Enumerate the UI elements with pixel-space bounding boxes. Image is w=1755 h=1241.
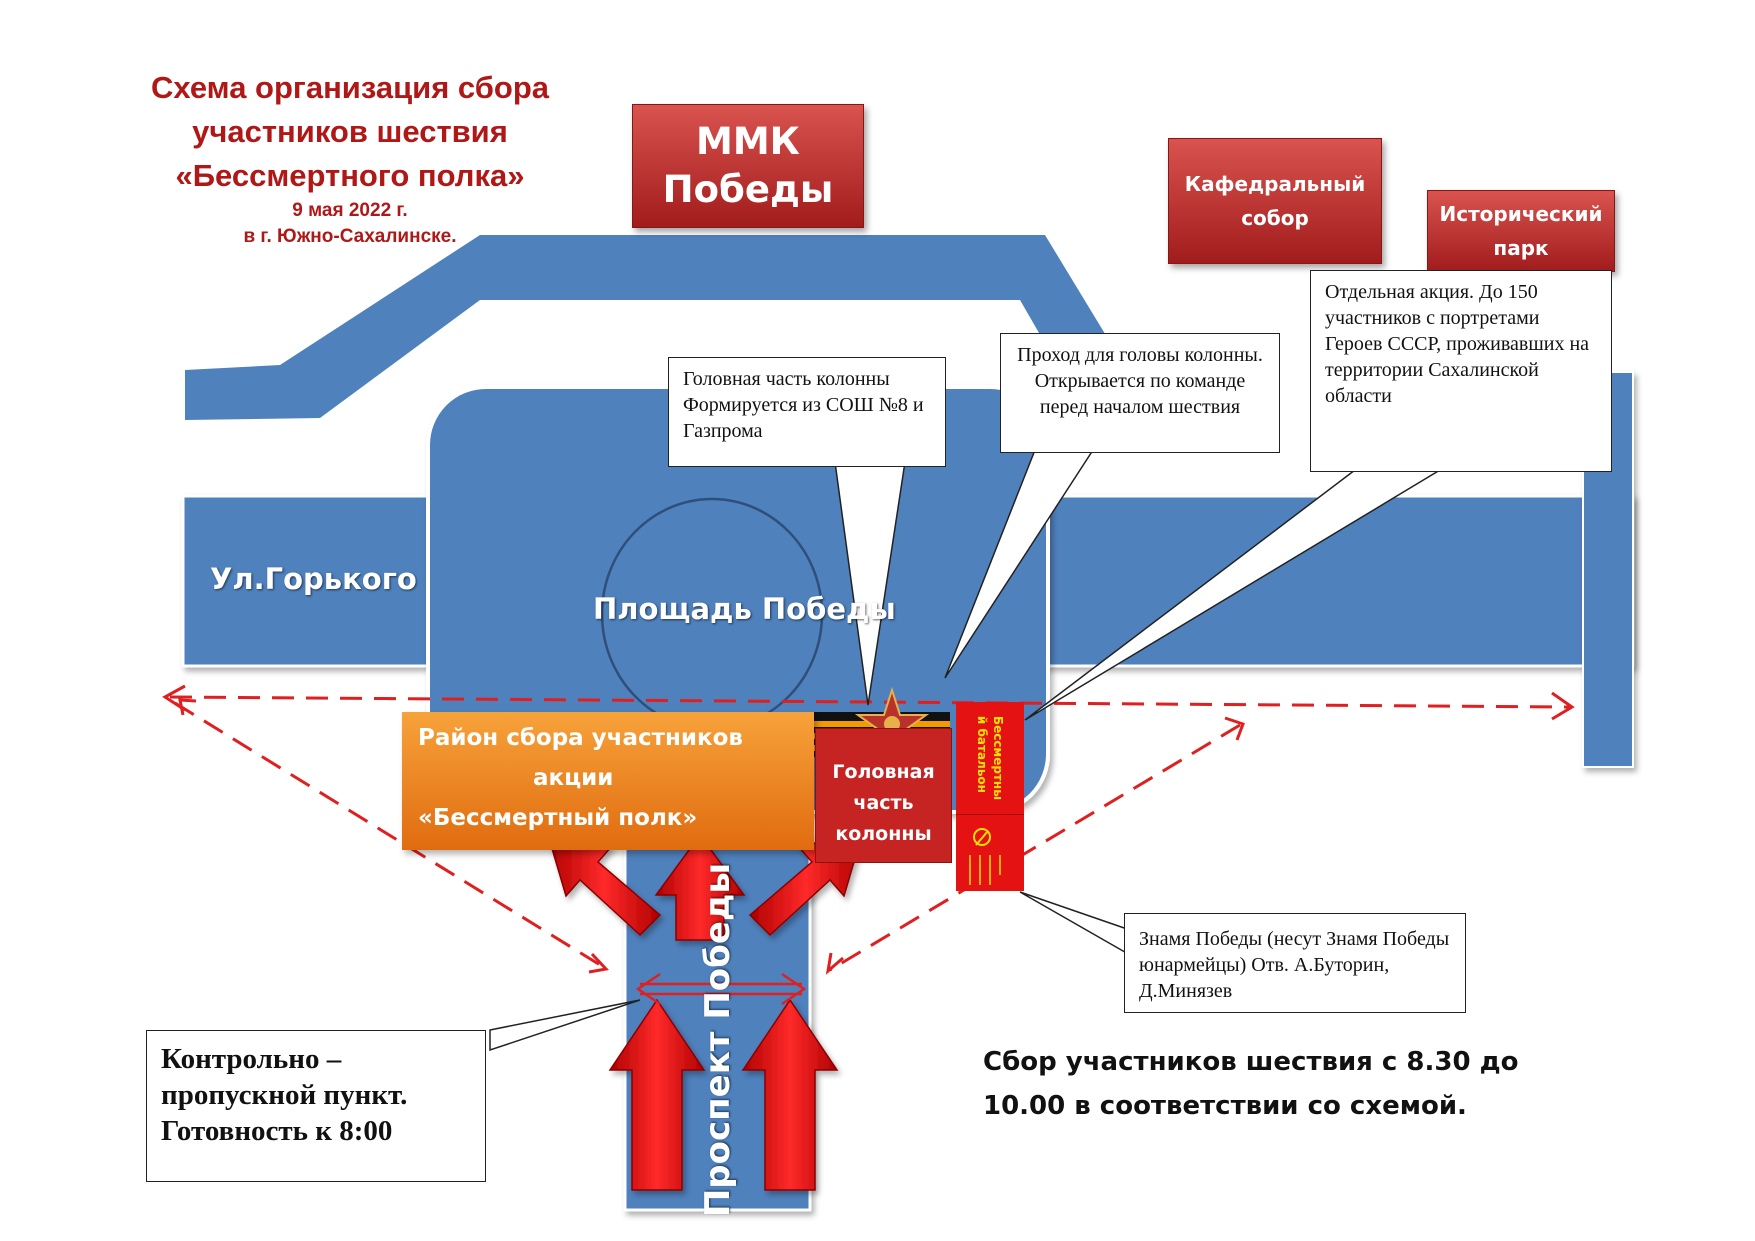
title-line-1: Схема организация сбора [150,70,550,105]
head-column-box: Головная часть колонны [815,728,952,863]
battalion-banner: Бессмертны й батальон [956,702,1024,814]
assembly-line-2: акции [533,765,614,791]
checkpoint-line-1: Контрольно – [161,1043,342,1075]
sobor-line-2: собор [1241,206,1309,230]
assembly-line-3: «Бессмертный полк» [418,805,698,831]
hammer-sickle-icon [969,828,1001,885]
separate-action-callout: Отдельная акция. До 150 участников с пор… [1310,270,1612,472]
head-column-callout: Головная часть колонны Формируется из СО… [668,357,946,467]
sobor-building: Кафедральный собор [1168,138,1382,264]
passage-callout: Проход для головы колонны. Открывается п… [1000,333,1280,453]
mmk-line-1: ММК [696,120,800,163]
head-column-line-1: Головная [832,761,935,783]
battalion-text: Бессмертны й батальон [974,716,1006,800]
battalion-line-2: й батальон [975,715,989,793]
title-city: в г. Южно-Сахалинске. [243,226,457,247]
victory-banner-flag [956,814,1024,891]
sobor-line-1: Кафедральный [1184,172,1366,196]
title-line-3: «Бессмертного полка» [175,158,525,193]
prospekt-label: Проспект Победы [698,862,738,1218]
checkpoint-box: Контрольно – пропускной пункт. Готовност… [146,1030,486,1182]
note-line-2: 10.00 в соответствии со схемой. [983,1091,1467,1121]
park-line-2: парк [1493,236,1549,260]
diagram-title: Схема организация сбора участников шеств… [110,66,590,250]
upper-road [185,235,1150,430]
callout-pointers [489,449,1443,1052]
banner-callout: Знамя Победы (несут Знамя Победы юнармей… [1124,913,1466,1013]
double-arrow [635,972,807,1006]
park-building: Исторический парк [1427,190,1615,272]
gorkogo-label: Ул.Горького [210,562,417,596]
mmk-line-2: Победы [662,168,834,211]
ploshchad-label: Площадь Победы [593,592,896,626]
route-dash-heads [162,684,1575,975]
checkpoint-line-3: Готовность к 8:00 [161,1115,393,1147]
title-date: 9 мая 2022 г. [292,200,408,221]
note-line-1: Сбор участников шествия с 8.30 до [983,1047,1519,1077]
head-column-line-2: часть [853,792,914,814]
assembly-time-note: Сбор участников шествия с 8.30 до 10.00 … [983,1040,1583,1128]
battalion-line-1: Бессмертны [991,715,1005,801]
head-column-line-3: колонны [835,823,932,845]
park-line-1: Исторический [1439,202,1603,226]
big-arrows [546,833,864,1191]
assembly-area: Район сбора участников акции «Бессмертны… [402,712,814,850]
checkpoint-line-2: пропускной пункт. [161,1079,408,1111]
title-line-2: участников шествия [192,114,508,149]
assembly-line-1: Район сбора участников [418,725,743,751]
mmk-building: ММК Победы [632,104,864,228]
route-dashes [169,695,1571,972]
